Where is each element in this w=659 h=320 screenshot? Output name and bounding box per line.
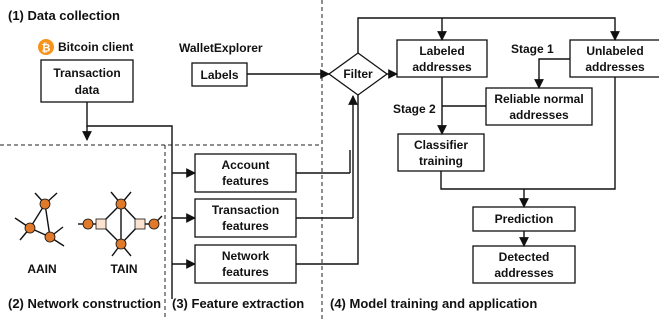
- network-features-label-line1: Network: [222, 249, 270, 263]
- section-title-feature-extraction: (3) Feature extraction: [172, 296, 304, 311]
- tain-label: TAIN: [110, 262, 137, 276]
- aain-network-icon: [14, 192, 65, 247]
- detected-addresses-label-line1: Detected: [499, 250, 550, 264]
- account-features-label-line1: Account: [222, 158, 270, 172]
- connectors: [82, 17, 620, 299]
- filter-label: Filter: [343, 67, 373, 81]
- transaction-features-label-line2: features: [222, 219, 269, 233]
- unlabeled-addresses-label-line2: addresses: [585, 60, 645, 74]
- reliable-normal-label-line1: Reliable normal: [494, 92, 583, 106]
- wallet-explorer-label: WalletExplorer: [179, 41, 263, 55]
- labels-box-label: Labels: [200, 68, 238, 82]
- bitcoin-client-label: Bitcoin client: [58, 40, 133, 54]
- unlabeled-addresses-label-line1: Unlabeled: [586, 44, 643, 58]
- aain-label: AAIN: [27, 262, 56, 276]
- labeled-addresses-label-line1: Labeled: [419, 44, 464, 58]
- reliable-normal-label-line2: addresses: [509, 108, 569, 122]
- bitcoin-icon: ₿: [38, 39, 54, 55]
- transaction-data-label-line1: Transaction: [53, 66, 120, 80]
- section-title-model-training: (4) Model training and application: [330, 296, 537, 311]
- tain-network-icon: [78, 191, 163, 257]
- transaction-features-label-line1: Transaction: [212, 203, 279, 217]
- unlabeled-addresses-box: [569, 39, 659, 78]
- prediction-label: Prediction: [495, 212, 554, 226]
- classifier-training-box: [397, 133, 485, 172]
- stage2-label: Stage 2: [393, 102, 436, 116]
- stage1-label: Stage 1: [511, 42, 554, 56]
- section-title-network-construction: (2) Network construction: [8, 296, 161, 311]
- section-title-data-collection: (1) Data collection: [8, 8, 120, 23]
- svg-text:₿: ₿: [42, 42, 51, 55]
- account-features-label-line2: features: [222, 174, 269, 188]
- prediction-box: [472, 206, 576, 232]
- detected-addresses-label-line2: addresses: [494, 266, 554, 280]
- network-features-label-line2: features: [222, 265, 269, 279]
- network-features-box: [194, 244, 297, 284]
- classifier-training-label-line1: Classifier: [414, 138, 468, 152]
- classifier-training-label-line2: training: [419, 154, 463, 168]
- transaction-data-box: [40, 59, 134, 103]
- transaction-data-label-line2: data: [75, 83, 100, 97]
- labeled-addresses-label-line2: addresses: [412, 60, 472, 74]
- transaction-features-box: [194, 198, 297, 238]
- detected-addresses-box: [472, 245, 576, 284]
